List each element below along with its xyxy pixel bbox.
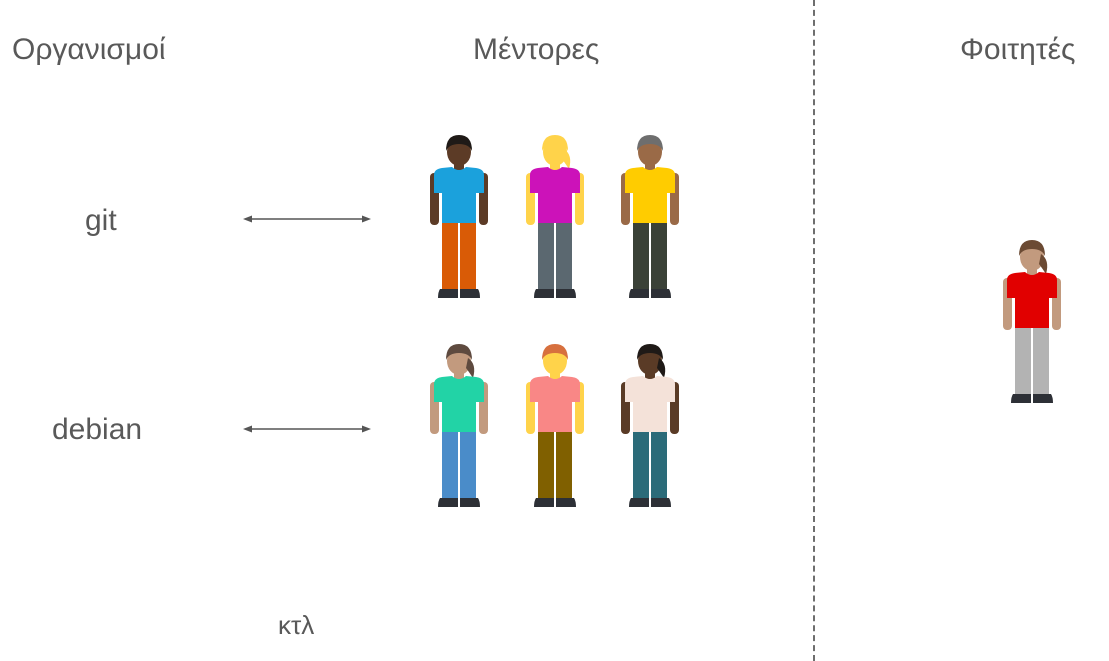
mentor-person-icon [520, 344, 590, 510]
mentor-person-icon [424, 135, 494, 301]
double-arrow-icon [243, 425, 371, 433]
heading-students: Φοιτητές [960, 33, 1076, 66]
mentor-person-icon [615, 135, 685, 301]
heading-organizations: Οργανισμοί [12, 33, 166, 66]
double-arrow-icon [243, 215, 371, 223]
section-divider [813, 0, 815, 661]
mentor-person-icon [424, 344, 494, 510]
mentor-person-icon [615, 344, 685, 510]
heading-mentors: Μέντορες [473, 33, 600, 66]
etc-label: κτλ [278, 610, 315, 640]
org-label-git: git [85, 204, 117, 237]
org-label-debian: debian [52, 413, 143, 446]
student-person-icon [997, 240, 1067, 406]
mentor-person-icon [520, 135, 590, 301]
